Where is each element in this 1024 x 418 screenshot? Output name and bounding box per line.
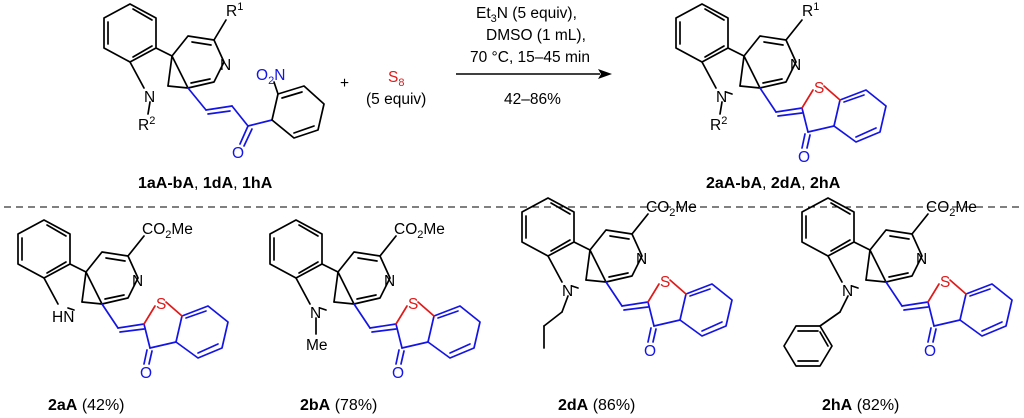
product-2hA-label: 2hA (82%) (822, 397, 899, 414)
condition-temperature: 70 °C, 15–45 min (470, 49, 590, 66)
product-2aA-label: 2aA (42%) (48, 397, 125, 414)
product-2dA-label: 2dA (86%) (558, 397, 635, 414)
sulfur-equiv: (5 equiv) (366, 91, 426, 108)
arrow-head (598, 69, 612, 79)
condition-solvent: DMSO (1 mL), (486, 27, 586, 44)
r2-label: R2 (710, 115, 727, 134)
ester-group: CO2Me (394, 221, 445, 241)
r1-label: R1 (802, 1, 819, 20)
r2-label: R2 (138, 115, 155, 134)
indole-nitrogen: N (310, 305, 321, 322)
nitro-group: O2N (256, 67, 285, 87)
product-2aA-structure: HN CO2Me (17, 219, 229, 383)
pyridine-nitrogen: N (220, 57, 231, 74)
condition-base: Et3N (5 equiv), (476, 5, 577, 25)
ester-group: CO2Me (926, 199, 977, 219)
sulfur-reagent: S8 (388, 69, 404, 89)
ester-group: CO2Me (646, 199, 697, 219)
product-2bA-structure: N Me CO2Me (269, 219, 481, 383)
condition-yield: 42–86% (504, 91, 561, 108)
indole-nitrogen: N (562, 283, 573, 300)
plus-sign: + (340, 75, 349, 92)
indole-nitrogen: N (842, 283, 853, 300)
product-label: 2aA-bA, 2dA, 2hA (706, 175, 841, 192)
reactant-label: 1aA-bA, 1dA, 1hA (138, 175, 273, 192)
product-2dA-structure: N CO2Me (521, 197, 733, 361)
indole-nitrogen: N (144, 89, 155, 106)
reactant-structure: N N R1 R2 O O2N (103, 1, 325, 162)
nh-group: HN (52, 309, 74, 326)
product-2hA-structure: N CO2Me (783, 197, 1013, 367)
n-methyl: Me (306, 337, 328, 354)
product-2bA-label: 2bA (78%) (300, 397, 377, 414)
product-structure: N R1 R2 (675, 1, 887, 167)
indole-nitrogen: N (716, 89, 727, 106)
r1-label: R1 (226, 1, 243, 20)
ketone-oxygen: O (232, 145, 244, 162)
ester-group: CO2Me (142, 221, 193, 241)
